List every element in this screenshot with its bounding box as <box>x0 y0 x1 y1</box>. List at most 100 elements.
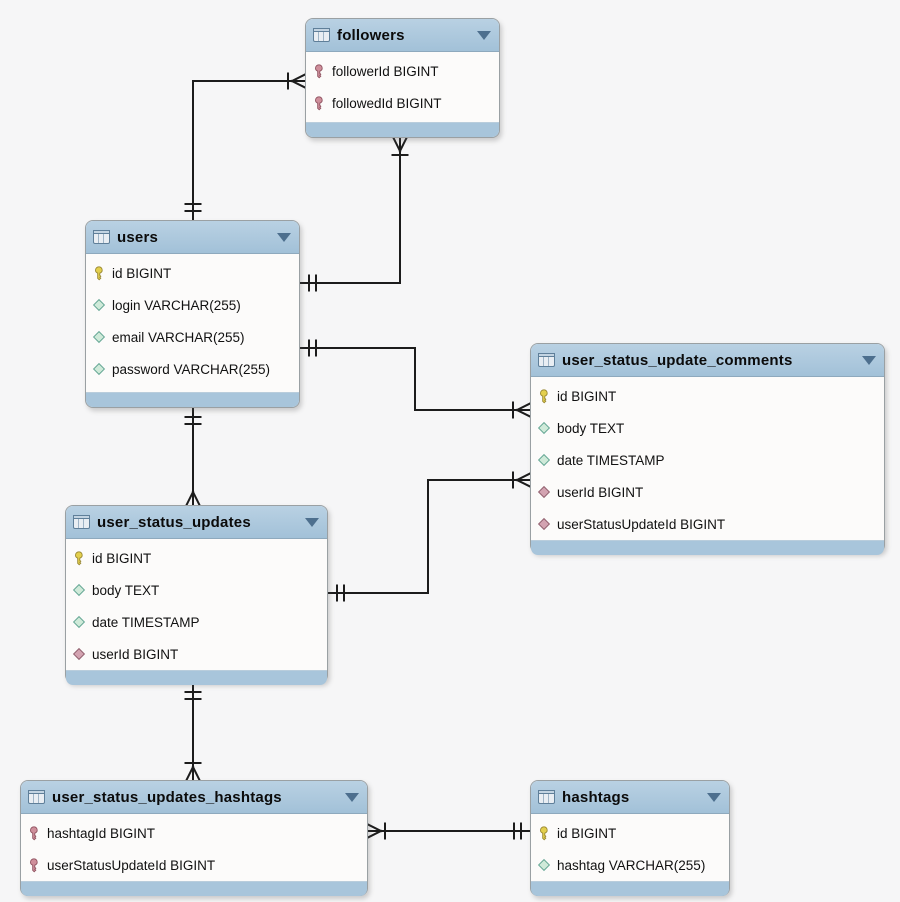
column-label: userId BIGINT <box>557 484 644 500</box>
column-diamond-icon <box>72 647 86 661</box>
table-header-user_status_update_comments[interactable]: user_status_update_comments <box>531 344 884 377</box>
column-label: password VARCHAR(255) <box>112 361 271 377</box>
column-diamond-icon <box>72 583 86 597</box>
column-row[interactable]: hashtagId BIGINT <box>21 817 367 849</box>
table-footer <box>531 881 729 896</box>
key-icon <box>537 388 551 404</box>
table-icon <box>28 790 45 804</box>
column-label: userStatusUpdateId BIGINT <box>557 516 726 532</box>
key-icon <box>312 63 326 79</box>
column-label: id BIGINT <box>557 825 617 841</box>
collapse-arrow-icon[interactable] <box>277 232 291 242</box>
key-icon <box>537 825 551 841</box>
table-footer <box>66 670 327 685</box>
column-label: hashtag VARCHAR(255) <box>557 857 706 873</box>
collapse-arrow-icon[interactable] <box>345 792 359 802</box>
table-icon <box>538 353 555 367</box>
key-icon <box>312 95 326 111</box>
column-label: email VARCHAR(255) <box>112 329 245 345</box>
column-label: id BIGINT <box>557 388 617 404</box>
relationship-status-updates-to-comments-userStatusUpdateId[interactable] <box>327 471 532 602</box>
table-footer <box>21 881 367 896</box>
column-label: id BIGINT <box>112 265 172 281</box>
column-label: followedId BIGINT <box>332 95 442 111</box>
column-row[interactable]: email VARCHAR(255) <box>86 321 299 353</box>
column-row[interactable]: id BIGINT <box>86 257 299 289</box>
relationship-hashtags-to-hashtag-join-hashtagId[interactable] <box>366 822 531 840</box>
column-row[interactable]: hashtag VARCHAR(255) <box>531 849 729 881</box>
key-icon <box>92 265 106 281</box>
table-icon <box>73 515 90 529</box>
column-label: date TIMESTAMP <box>557 452 665 468</box>
table-title: user_status_updates_hashtags <box>52 788 282 806</box>
key-icon <box>27 857 41 873</box>
column-row[interactable]: userId BIGINT <box>66 638 327 670</box>
collapse-arrow-icon[interactable] <box>477 30 491 40</box>
table-columns: id BIGINT body TEXT date TIMESTAMP userId B… <box>66 539 327 670</box>
table-footer <box>306 122 499 137</box>
column-label: id BIGINT <box>92 550 152 566</box>
relationship-users-to-status-updates-userId[interactable] <box>184 407 202 507</box>
column-label: date TIMESTAMP <box>92 614 200 630</box>
column-row[interactable]: userStatusUpdateId BIGINT <box>531 508 884 540</box>
column-diamond-icon <box>92 330 106 344</box>
table-title: user_status_update_comments <box>562 351 793 369</box>
column-diamond-icon <box>537 421 551 435</box>
table-columns: id BIGINT hashtag VARCHAR(255) <box>531 814 729 881</box>
column-row[interactable]: login VARCHAR(255) <box>86 289 299 321</box>
collapse-arrow-icon[interactable] <box>707 792 721 802</box>
column-row[interactable]: id BIGINT <box>531 817 729 849</box>
column-row[interactable]: id BIGINT <box>531 380 884 412</box>
table-columns: hashtagId BIGINT userStatusUpdateId BIGIN… <box>21 814 367 881</box>
table-title: users <box>117 228 159 246</box>
table-columns: id BIGINT login VARCHAR(255) email VARCHAR… <box>86 254 299 392</box>
column-label: userStatusUpdateId BIGINT <box>47 857 216 873</box>
collapse-arrow-icon[interactable] <box>305 517 319 527</box>
table-header-users[interactable]: users <box>86 221 299 254</box>
table-followers[interactable]: followers followerId BIGINT followedId BIG… <box>305 18 500 138</box>
table-header-user_status_updates[interactable]: user_status_updates <box>66 506 327 539</box>
column-diamond-icon <box>537 453 551 467</box>
column-row[interactable]: followerId BIGINT <box>306 55 499 87</box>
table-header-hashtags[interactable]: hashtags <box>531 781 729 814</box>
column-row[interactable]: date TIMESTAMP <box>66 606 327 638</box>
table-title: followers <box>337 26 405 44</box>
relationship-status-updates-to-hashtag-join-userStatusUpdateId[interactable] <box>184 682 202 782</box>
relationship-users-to-comments-userId[interactable] <box>299 339 532 419</box>
column-row[interactable]: date TIMESTAMP <box>531 444 884 476</box>
table-hashtags[interactable]: hashtags id BIGINT hashtag VARCHAR(255) <box>530 780 730 896</box>
column-row[interactable]: body TEXT <box>531 412 884 444</box>
column-diamond-icon <box>72 615 86 629</box>
table-users[interactable]: users id BIGINT login VARCHAR(255) email VA… <box>85 220 300 408</box>
table-footer <box>531 540 884 555</box>
table-header-followers[interactable]: followers <box>306 19 499 52</box>
column-label: hashtagId BIGINT <box>47 825 156 841</box>
column-row[interactable]: userStatusUpdateId BIGINT <box>21 849 367 881</box>
table-title: hashtags <box>562 788 630 806</box>
table-columns: id BIGINT body TEXT date TIMESTAMP userId B… <box>531 377 884 540</box>
table-icon <box>538 790 555 804</box>
relationship-followers-to-users-followerId[interactable] <box>184 72 307 221</box>
collapse-arrow-icon[interactable] <box>862 355 876 365</box>
column-diamond-icon <box>537 485 551 499</box>
table-header-user_status_updates_hashtags[interactable]: user_status_updates_hashtags <box>21 781 367 814</box>
column-row[interactable]: id BIGINT <box>66 542 327 574</box>
table-icon <box>93 230 110 244</box>
column-diamond-icon <box>537 858 551 872</box>
column-row[interactable]: userId BIGINT <box>531 476 884 508</box>
column-diamond-icon <box>92 298 106 312</box>
column-row[interactable]: followedId BIGINT <box>306 87 499 119</box>
column-diamond-icon <box>537 517 551 531</box>
column-label: body TEXT <box>92 582 160 598</box>
column-row[interactable]: password VARCHAR(255) <box>86 353 299 385</box>
relationship-followers-to-users-followedId[interactable] <box>299 136 409 292</box>
table-title: user_status_updates <box>97 513 251 531</box>
key-icon <box>72 550 86 566</box>
table-icon <box>313 28 330 42</box>
table-user_status_updates_hashtags[interactable]: user_status_updates_hashtags hashtagId BI… <box>20 780 368 896</box>
column-row[interactable]: body TEXT <box>66 574 327 606</box>
